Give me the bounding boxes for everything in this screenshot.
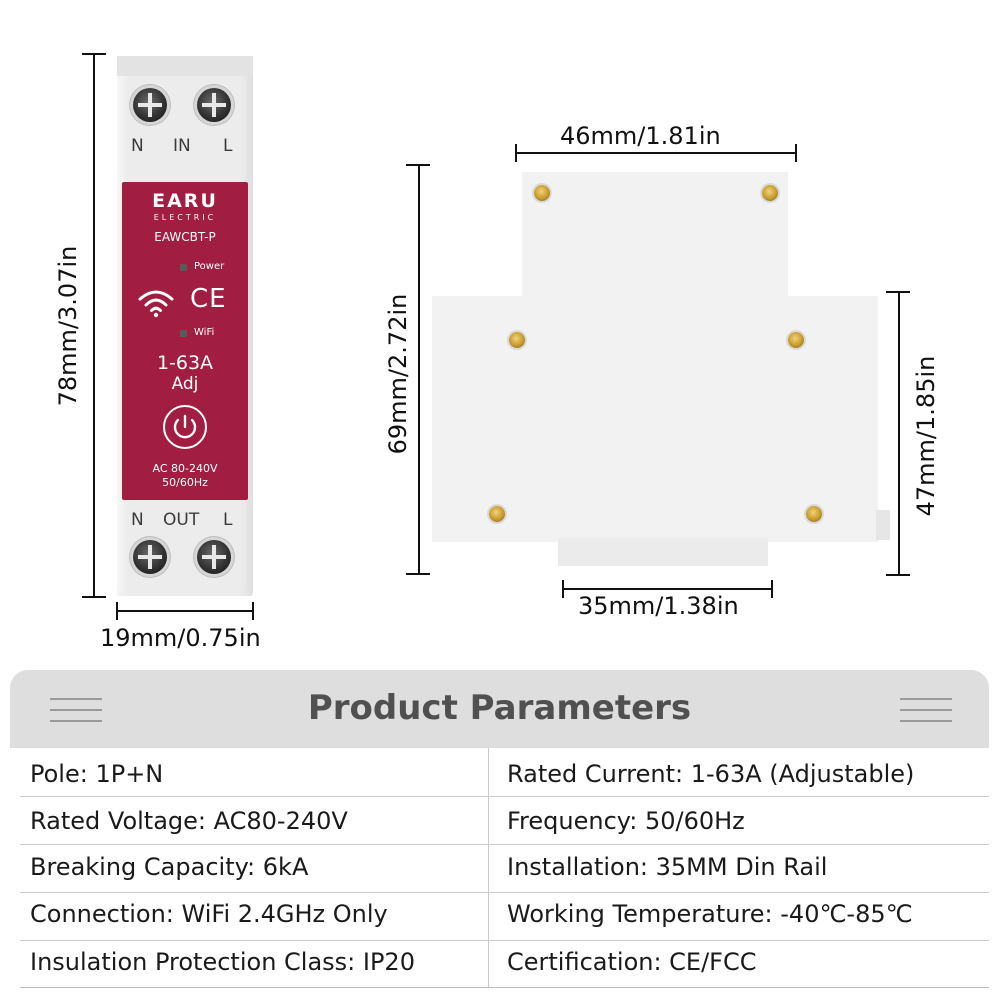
side-bottom-width-dimension-line xyxy=(563,588,772,590)
dimension-tick xyxy=(771,580,773,598)
front-width-dimension-line xyxy=(117,610,253,612)
panel-voltage: AC 80-240V xyxy=(152,462,218,475)
dimension-tick xyxy=(886,291,910,293)
power-button[interactable] xyxy=(163,405,207,449)
table-title: Product Parameters xyxy=(307,688,692,728)
dimension-tick xyxy=(886,574,910,576)
row-divider xyxy=(20,844,989,845)
side-right-height-label: 47mm/1.85in xyxy=(912,355,940,517)
front-height-label: 78mm/3.07in xyxy=(54,245,82,407)
table-cell: Connection: WiFi 2.4GHz Only xyxy=(30,900,388,928)
table-cell: Working Temperature: -40℃-85℃ xyxy=(507,900,913,928)
din-rail-clip xyxy=(558,538,768,566)
device-front-panel: EARU ELECTRIC EAWCBT-P Power CE WiFi 1-6… xyxy=(122,182,248,500)
table-cell: Certification: CE/FCC xyxy=(507,948,757,976)
dimension-tick xyxy=(406,164,430,166)
bolt-icon xyxy=(534,185,550,201)
wifi-led-icon xyxy=(180,330,187,337)
table-cell: Installation: 35MM Din Rail xyxy=(507,853,828,881)
row-divider xyxy=(20,892,989,893)
side-height-label: 69mm/2.72in xyxy=(384,293,412,455)
product-parameters-table: Product Parameters Pole: 1P+N Rated Curr… xyxy=(10,670,989,988)
column-divider xyxy=(488,748,489,988)
side-top-block xyxy=(522,172,788,300)
adjustable-label: Adj xyxy=(171,374,199,394)
table-cell: Rated Current: 1-63A (Adjustable) xyxy=(507,760,915,788)
terminal-label-in: IN xyxy=(173,136,191,156)
side-main-block xyxy=(432,296,878,542)
side-bottom-width-label: 35mm/1.38in xyxy=(578,592,739,620)
side-top-width-dimension-line xyxy=(516,152,796,154)
side-latch xyxy=(876,510,890,540)
terminal-screw-icon xyxy=(133,540,167,574)
wifi-label: WiFi xyxy=(194,327,215,338)
bolt-icon xyxy=(806,506,822,522)
front-height-dimension-line xyxy=(93,54,95,598)
ce-mark-icon: CE xyxy=(190,284,227,314)
decorative-lines-icon xyxy=(900,698,952,722)
power-led-icon xyxy=(180,264,187,271)
model-number: EAWCBT-P xyxy=(154,230,216,244)
terminal-screw-icon xyxy=(197,88,231,122)
power-icon xyxy=(173,414,197,439)
terminal-label-out: OUT xyxy=(163,510,200,530)
bolt-icon xyxy=(509,332,525,348)
side-top-width-label: 46mm/1.81in xyxy=(560,122,721,150)
power-label: Power xyxy=(194,261,225,272)
brand-subtitle: ELECTRIC xyxy=(153,213,217,222)
terminal-screw-icon xyxy=(133,88,167,122)
device-front-view: N IN L EARU ELECTRIC EAWCBT-P Power CE W… xyxy=(117,56,253,596)
side-height-dimension-line xyxy=(418,165,420,575)
terminal-label-n-out: N xyxy=(131,510,144,530)
table-body xyxy=(10,748,989,988)
terminal-label-n-in: N xyxy=(131,136,144,156)
table-cell: Breaking Capacity: 6kA xyxy=(30,853,309,881)
bolt-icon xyxy=(788,332,804,348)
dimension-tick xyxy=(562,580,564,598)
dimension-tick xyxy=(252,602,254,620)
row-divider xyxy=(20,987,989,988)
brand-logo: EARU xyxy=(152,190,218,212)
dimension-tick xyxy=(406,573,430,575)
side-right-height-dimension-line xyxy=(898,292,900,576)
dimension-tick xyxy=(795,144,797,162)
row-divider xyxy=(20,940,989,941)
table-cell: Pole: 1P+N xyxy=(30,760,164,788)
dimension-tick xyxy=(82,53,106,55)
decorative-lines-icon xyxy=(50,698,102,722)
device-side-view xyxy=(430,170,890,580)
table-header: Product Parameters xyxy=(10,670,989,748)
table-cell: Insulation Protection Class: IP20 xyxy=(30,948,415,976)
table-cell: Rated Voltage: AC80-240V xyxy=(30,807,348,835)
terminal-label-l-in: L xyxy=(223,136,233,156)
dimension-tick xyxy=(515,144,517,162)
bolt-icon xyxy=(489,506,505,522)
bolt-icon xyxy=(762,185,778,201)
front-width-label: 19mm/0.75in xyxy=(100,624,261,652)
device-top-band xyxy=(117,56,253,76)
dimension-tick xyxy=(116,602,118,620)
terminal-label-l-out: L xyxy=(223,510,233,530)
row-divider xyxy=(20,796,989,797)
panel-frequency: 50/60Hz xyxy=(162,476,208,489)
table-cell: Frequency: 50/60Hz xyxy=(507,807,745,835)
dimension-tick xyxy=(82,596,106,598)
wifi-icon xyxy=(138,290,174,318)
current-rating: 1-63A xyxy=(156,352,214,374)
terminal-screw-icon xyxy=(197,540,231,574)
